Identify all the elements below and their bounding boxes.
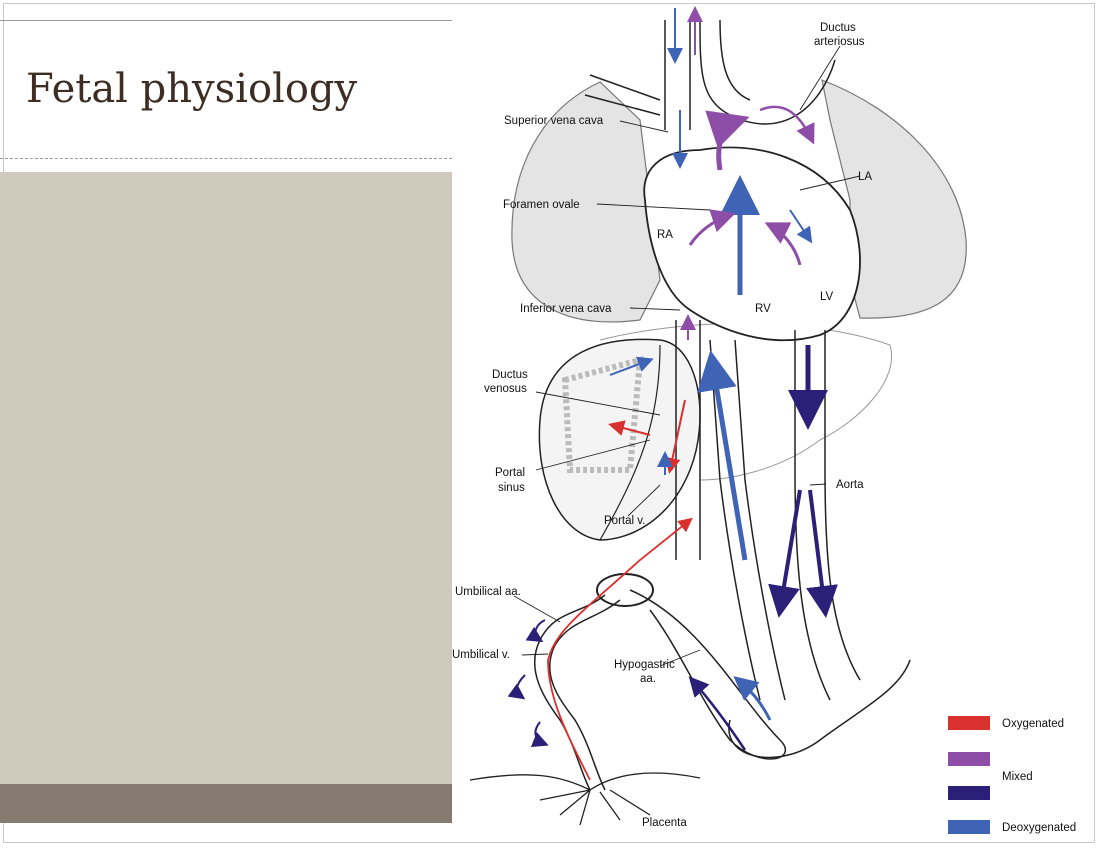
legend-swatch-mixed-light xyxy=(948,752,990,766)
portal-flow-red xyxy=(608,420,651,436)
label-umbilical-v: Umbilical v. xyxy=(452,649,510,661)
lv-flow-arrow xyxy=(764,222,802,266)
content-panel xyxy=(0,172,452,784)
slide-title: Fetal physiology xyxy=(26,66,358,112)
label-hypogastric-2: aa. xyxy=(640,673,656,685)
label-la: LA xyxy=(858,171,872,183)
title-divider xyxy=(0,158,452,159)
ivc-inner-up-arrow xyxy=(697,350,748,561)
label-ra: RA xyxy=(657,229,673,241)
right-lung xyxy=(511,81,661,323)
pulmonary-vein-arrow xyxy=(789,209,813,244)
liver-mesh xyxy=(561,355,644,473)
umbilical-art-arrow-3 xyxy=(530,721,549,747)
legend-label-mixed: Mixed xyxy=(1002,771,1033,783)
umbilical-vein-flow xyxy=(547,517,693,781)
label-portal-v: Portal v. xyxy=(604,515,645,527)
label-ductus-arteriosus-1: Ductus xyxy=(820,22,856,34)
label-inferior-vena-cava: Inferior vena cava xyxy=(520,303,612,315)
pelvic-blue-arrow xyxy=(733,676,772,721)
umbilical-art-arrow-1 xyxy=(525,619,546,643)
liver-lobe-line xyxy=(599,344,661,541)
liver xyxy=(538,338,701,541)
foramen-flow-arrow xyxy=(688,209,736,246)
legend-swatch-deoxygenated xyxy=(948,820,990,834)
descending-aorta xyxy=(794,330,861,701)
legend: Oxygenated Mixed Deoxygenated xyxy=(948,716,1076,834)
legend-label-oxygenated: Oxygenated xyxy=(1002,718,1064,730)
legend-swatch-oxygenated xyxy=(948,716,990,730)
hypogastric-loop xyxy=(629,589,787,760)
label-portal-sinus-2: sinus xyxy=(498,482,525,494)
label-umbilical-aa: Umbilical aa. xyxy=(455,586,521,598)
label-lv: LV xyxy=(820,291,834,303)
ductus-flow-arrow xyxy=(759,105,815,145)
umbilical-cord xyxy=(534,594,621,791)
top-rule xyxy=(0,20,452,21)
label-portal-sinus-1: Portal xyxy=(495,467,525,479)
label-placenta: Placenta xyxy=(642,817,687,829)
legend-label-deoxygenated: Deoxygenated xyxy=(1002,822,1076,834)
legend-swatch-mixed-dark xyxy=(948,786,990,800)
aortic-arch-flow xyxy=(705,110,750,171)
label-aorta: Aorta xyxy=(836,479,864,491)
brachiocephalic xyxy=(584,74,661,116)
inner-ivc xyxy=(709,339,786,701)
label-ductus-venosus-2: venosus xyxy=(484,383,527,395)
footer-bar xyxy=(0,784,452,823)
aorta-lower-arrow-2 xyxy=(806,489,838,618)
label-ductus-arteriosus-2: arteriosus xyxy=(814,36,865,48)
aorta-lower-arrow-1 xyxy=(768,489,802,618)
leader-lines xyxy=(513,45,861,667)
umbilical-art-arrow-2 xyxy=(507,674,526,700)
hypogastric-arrow xyxy=(688,676,747,751)
label-superior-vena-cava: Superior vena cava xyxy=(504,115,604,127)
label-ductus-venosus-1: Ductus xyxy=(492,369,528,381)
svc-vessel xyxy=(664,20,691,130)
label-foramen-ovale: Foramen ovale xyxy=(503,199,580,211)
heart xyxy=(643,146,861,342)
liver-blue-arrow xyxy=(609,356,654,376)
placenta-roots xyxy=(469,772,701,826)
label-rv: RV xyxy=(755,303,771,315)
label-hypogastric-1: Hypogastric xyxy=(614,659,675,671)
